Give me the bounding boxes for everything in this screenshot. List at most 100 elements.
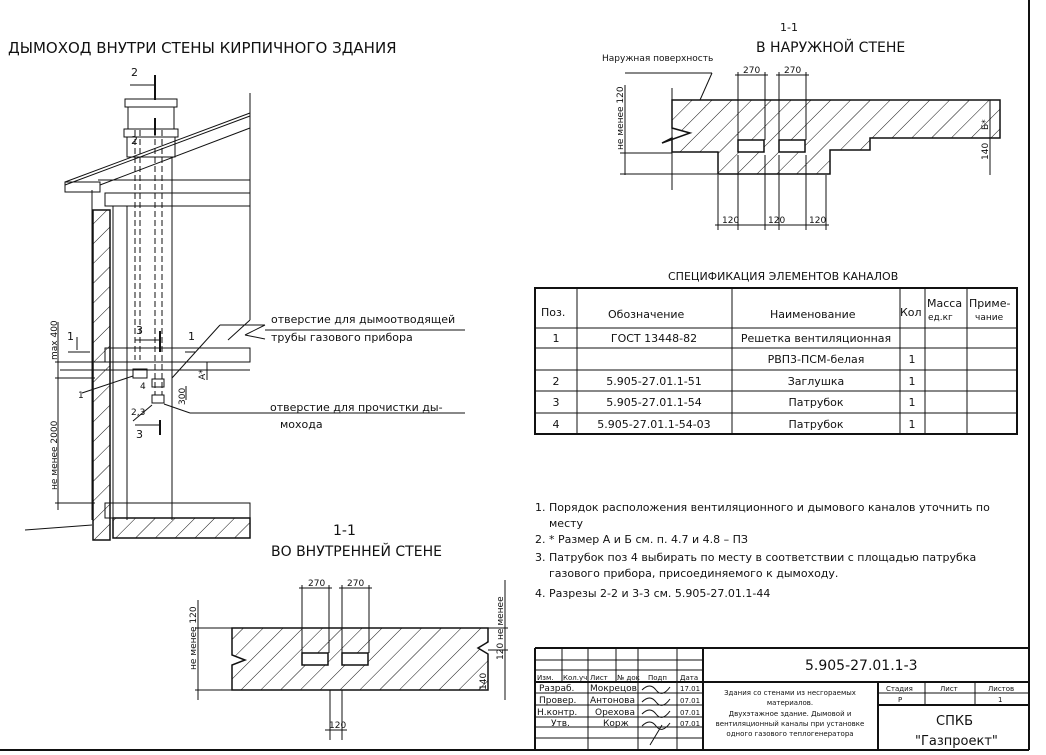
dim-a: А* — [198, 369, 208, 380]
col-header-pos: Поз. — [541, 306, 565, 319]
drawing-description: Здания со стенами из несгораемых материа… — [716, 689, 865, 738]
callout-clean-line2: мохода — [280, 418, 323, 431]
outer-section-title: В НАРУЖНОЙ СТЕНЕ — [756, 38, 905, 56]
row-code: 5.905-27.01.1-54 — [606, 396, 701, 409]
note-item: 2. * Размер А и Б см. п. 4.7 и 4.8 – ПЗ — [535, 533, 748, 546]
dim-max-400: max 400 — [50, 320, 60, 360]
outer-dim-120c: 120 — [809, 216, 826, 226]
col-header-code: Обозначение — [608, 308, 685, 321]
signer-role: Н.контр. — [537, 708, 577, 718]
signer-name: Орехова — [595, 708, 635, 718]
signer-name: Мокрецов — [590, 684, 637, 694]
org-line1: СПКБ — [936, 714, 973, 729]
signer-role: Разраб. — [539, 684, 574, 694]
spec-table-header: Поз. Обозначение Наименование Кол Масса … — [541, 297, 1010, 323]
pos-1-label: 1 — [78, 391, 84, 401]
table-row: 2 5.905-27.01.1-51 Заглушка 1 — [553, 375, 916, 388]
col-header-mass-2: ед.кг — [928, 313, 953, 323]
row-name: Патрубок — [788, 396, 843, 409]
signer-name: Антонова — [590, 696, 635, 706]
description-line: Здания со стенами из несгораемых — [724, 689, 856, 697]
inner-dim-120-bottom: 120 — [329, 721, 346, 731]
description-line: Двухэтажное здание. Дымовой и — [729, 710, 852, 718]
outer-section-number: 1-1 — [780, 21, 798, 34]
signer-date: 07.01 — [680, 697, 700, 705]
main-title: ДЫМОХОД ВНУТРИ СТЕНЫ КИРПИЧНОГО ЗДАНИЯ — [8, 39, 397, 57]
doc-number: 5.905-27.01.1-3 — [805, 658, 918, 674]
callout-flue-line1: отверстие для дымоотводящей — [271, 313, 455, 326]
col-podp: Подп — [648, 674, 667, 682]
description-line: материалов. — [767, 699, 813, 707]
sheets-label: Листов — [988, 685, 1014, 693]
outer-dim-140: 140 — [981, 143, 991, 160]
inner-dim-140: 140 — [479, 673, 489, 690]
section-3-label-top: 3 — [136, 324, 143, 337]
inner-dim-120-right: 120 не менее — [496, 596, 506, 660]
stage-value: Р — [898, 696, 902, 704]
grille-pos-1 — [132, 368, 148, 379]
signer-role: Провер. — [539, 696, 576, 706]
row-name: Заглушка — [788, 375, 845, 388]
signers: Разраб. Мокрецов 17.01 Провер. Антонова … — [537, 684, 700, 746]
spec-table-rows: 1 ГОСТ 13448-82 Решетка вентиляционная Р… — [553, 332, 916, 431]
spec-title: СПЕЦИФИКАЦИЯ ЭЛЕМЕНТОВ КАНАЛОВ — [668, 270, 898, 283]
row-name: РВП3-ПСМ-белая — [768, 353, 865, 366]
callout-clean-line1: отверстие для прочистки ды- — [270, 401, 443, 414]
col-header-name: Наименование — [770, 308, 856, 321]
spec-table-grid — [534, 287, 1018, 435]
dim-min-2000: не менее 2000 — [50, 420, 60, 490]
inner-dim-270b: 270 — [347, 579, 364, 589]
col-data: Дата — [680, 674, 698, 682]
col-doc-no: № док — [617, 674, 640, 682]
general-notes: 1. Порядок расположения вентиляционного … — [535, 500, 1015, 602]
row-qty: 1 — [909, 396, 916, 409]
outer-dim-270a: 270 — [743, 66, 760, 76]
section-3-label-bottom: 3 — [136, 428, 143, 441]
section-2-label-top: 2 — [131, 66, 138, 79]
table-row: 1 ГОСТ 13448-82 Решетка вентиляционная — [553, 332, 892, 345]
row-pos: 3 — [553, 396, 560, 409]
table-row: РВП3-ПСМ-белая 1 — [768, 353, 916, 366]
pos-2-3-label: 2,3 — [131, 408, 145, 418]
signer-date: 17.01 — [680, 685, 700, 693]
outer-dim-b: Б* — [981, 119, 991, 130]
row-qty: 1 — [909, 418, 916, 431]
col-izm: Изм. — [537, 674, 553, 682]
row-name: Решетка вентиляционная — [741, 332, 891, 345]
row-qty: 1 — [909, 353, 916, 366]
patrubok-pos-4 — [151, 378, 165, 388]
outer-dim-270b: 270 — [784, 66, 801, 76]
outer-dim-min-120: не менее 120 — [616, 86, 626, 150]
note-item: 1. Порядок расположения вентиляционного … — [535, 501, 990, 530]
row-qty: 1 — [909, 375, 916, 388]
col-kol-uch: Кол.уч — [563, 674, 587, 682]
description-line: одного газового теплогенератора — [726, 730, 853, 738]
col-header-note-2: чание — [975, 313, 1004, 323]
row-pos: 4 — [553, 418, 560, 431]
section-2-label-bottom: 2 — [131, 134, 138, 147]
outer-dim-120a: 120 — [722, 216, 739, 226]
signer-role: Утв. — [551, 719, 570, 729]
stage-label: Стадия — [886, 685, 913, 693]
inner-section-number: 1-1 — [333, 523, 356, 539]
org-line2: "Газпроект" — [915, 734, 998, 749]
sheet-label: Лист — [940, 685, 958, 693]
note-item: 3. Патрубок поз 4 выбирать по месту в со… — [535, 551, 977, 580]
signer-date: 07.01 — [680, 709, 700, 717]
signatures — [641, 685, 671, 746]
row-pos: 2 — [553, 375, 560, 388]
row-code: 5.905-27.01.1-54-03 — [597, 418, 710, 431]
col-list: Лист — [590, 674, 608, 682]
inner-wall-section — [195, 580, 508, 740]
row-name: Патрубок — [788, 418, 843, 431]
col-header-note-1: Приме- — [969, 297, 1010, 310]
description-line: вентиляционный каналы при установке — [716, 720, 865, 728]
inner-dim-270a: 270 — [308, 579, 325, 589]
col-header-qty: Кол — [900, 306, 922, 319]
building-elevation — [24, 75, 465, 541]
title-block-grid — [534, 647, 1029, 750]
table-row: 3 5.905-27.01.1-54 Патрубок 1 — [553, 396, 916, 409]
inner-dim-min-120: не менее 120 — [189, 606, 199, 670]
signer-name: Корж — [603, 719, 629, 729]
